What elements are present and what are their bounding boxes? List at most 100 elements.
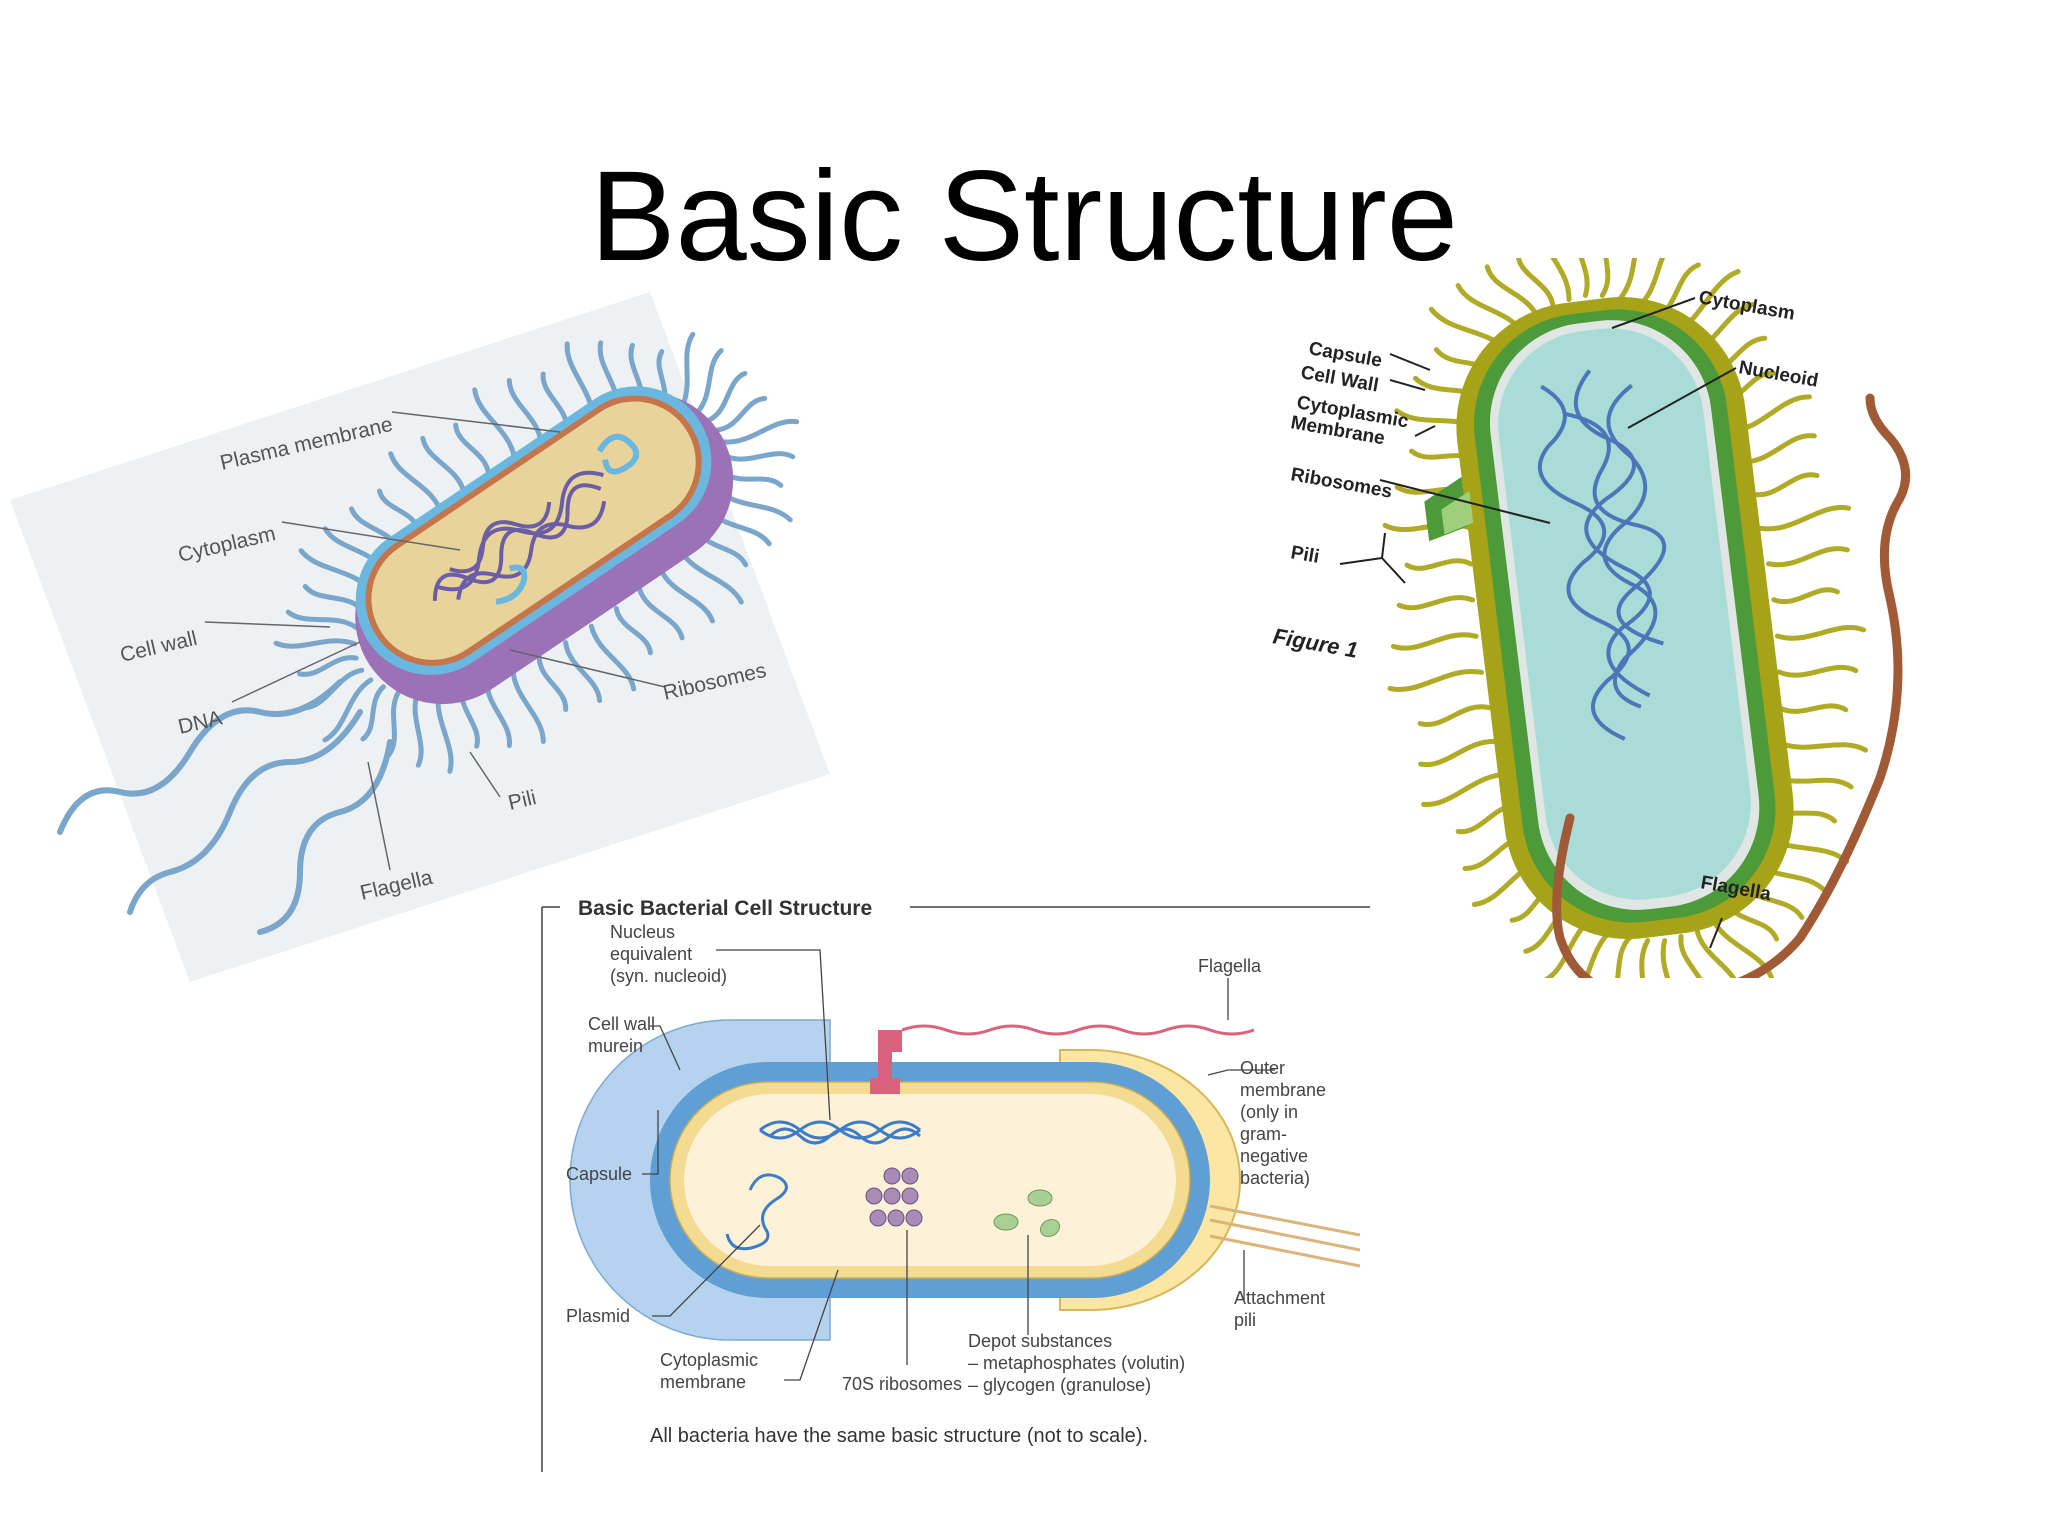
bottom-depot-granules (993, 1189, 1061, 1238)
bottom-flagellum-base (870, 1078, 900, 1094)
pilus (563, 640, 603, 703)
bottom-label-outer-1: Outer (1240, 1058, 1285, 1078)
bottom-label-outer-3: (only in (1240, 1102, 1298, 1122)
pilus (1758, 505, 1852, 532)
left-dna (432, 470, 607, 601)
pilus (1418, 739, 1501, 768)
pilus (1660, 938, 1680, 1032)
right-flagellum (1552, 393, 1911, 1003)
right-label-cytoplasm: Cytoplasm (1697, 287, 1796, 325)
right-label-ribosomes: Ribosomes (1289, 464, 1394, 502)
pilus (1635, 938, 1651, 1023)
bottom-label-nucleus-3: (syn. nucleoid) (610, 966, 727, 986)
left-cytoplasm (371, 401, 696, 660)
bottom-nucleoid (759, 1120, 922, 1145)
pilus (658, 566, 715, 624)
right-leader-lines (1339, 297, 1737, 949)
bottom-label-capsule: Capsule (566, 1164, 632, 1184)
bottom-diagram-title: Basic Bacterial Cell Structure (578, 897, 872, 920)
pilus (1515, 251, 1556, 311)
pilus (721, 418, 800, 445)
bottom-label-depot-1: Depot substances (968, 1331, 1112, 1351)
bottom-label-flagella: Flagella (1198, 956, 1262, 976)
pilus (1766, 546, 1850, 568)
pilus (1571, 216, 1590, 298)
pilus (297, 655, 359, 677)
pilus (1739, 433, 1817, 465)
pilus (1773, 739, 1868, 753)
pilus (1387, 668, 1484, 692)
pilus (706, 370, 748, 423)
bottom-label-cell-wall-2: murein (588, 1036, 643, 1056)
pilus (412, 689, 424, 768)
pilus (273, 638, 357, 649)
bottom-leader-lines (642, 949, 1275, 1381)
pilus (472, 387, 517, 460)
pilus (1776, 703, 1849, 714)
right-label-figure: Figure 1 (1271, 623, 1360, 662)
pilus (506, 378, 544, 446)
pilus (386, 688, 402, 758)
bottom-label-depot-2: – metaphosphates (volutin) (968, 1353, 1185, 1373)
pilus (1417, 704, 1492, 728)
left-cell-body (355, 386, 734, 705)
bottom-label-outer-6: bacteria) (1240, 1168, 1310, 1188)
right-cytoplasm (1498, 328, 1751, 900)
bottom-label-cell-wall-1: Cell wall (588, 1014, 655, 1034)
slide-title: Basic Structure (590, 145, 1458, 288)
bottom-label-outer-2: membrane (1240, 1080, 1326, 1100)
right-nucleoid (1537, 369, 1667, 741)
pilus (1391, 632, 1479, 651)
right-bacteria-diagram: Cytoplasm Capsule Cell Wall Cytoplasmic … (1240, 212, 2000, 1032)
bottom-attachment-pili (1209, 1204, 1361, 1268)
pilus (536, 654, 569, 712)
bottom-label-ribosomes: 70S ribosomes (842, 1374, 962, 1394)
pilus (637, 586, 685, 641)
pilus (1617, 212, 1652, 302)
pilus (453, 422, 492, 477)
right-label-pili: Pili (1289, 542, 1321, 568)
pilus (1396, 595, 1476, 611)
left-bacteria-diagram: Plasma membrane Cytoplasm Cell wall DNA … (0, 282, 840, 1002)
bottom-label-pili-2: pili (1234, 1310, 1256, 1330)
right-cell-body (1424, 297, 1794, 939)
left-leader-lines (204, 411, 666, 871)
pilus (694, 348, 724, 416)
bottom-label-outer-4: gram- (1240, 1124, 1287, 1144)
left-pili-group (273, 331, 800, 774)
left-plasmid (596, 433, 640, 475)
pilus (1404, 558, 1474, 571)
bottom-label-nucleus-2: equivalent (610, 944, 692, 964)
pilus (1694, 925, 1742, 996)
left-flagella (57, 679, 393, 935)
bottom-flagellum-whip (901, 1024, 1255, 1036)
bottom-label-outer-5: negative (1240, 1146, 1308, 1166)
bottom-flagellum-hook (878, 1030, 902, 1080)
pilus (723, 451, 796, 462)
bottom-label-plasmid: Plasmid (566, 1306, 630, 1326)
pilus (1604, 934, 1633, 1006)
bottom-caption: All bacteria have the same basic structu… (650, 1425, 1148, 1447)
pilus (420, 435, 467, 495)
bottom-plasmid (725, 1173, 788, 1251)
pilus (1599, 226, 1613, 298)
pilus (588, 623, 637, 692)
pilus (1776, 664, 1859, 678)
bottom-label-nucleus-1: Nucleus (610, 922, 675, 942)
pilus (510, 666, 546, 744)
pilus (613, 605, 653, 656)
bottom-label-cyto-membrane-1: Cytoplasmic (660, 1350, 758, 1370)
pilus (1535, 216, 1572, 302)
left-plasmid-2 (495, 564, 528, 605)
bottom-ribosomes (865, 1167, 923, 1227)
pilus (715, 396, 768, 433)
bottom-label-depot-3: – glycogen (granulose) (968, 1375, 1151, 1395)
pilus (1771, 587, 1840, 605)
pilus (388, 451, 443, 514)
pilus (1774, 625, 1867, 641)
pilus (1421, 771, 1511, 807)
bottom-label-cyto-membrane-2: membrane (660, 1372, 746, 1392)
pilus (360, 684, 386, 742)
pilus (322, 677, 374, 743)
bottom-bacteria-diagram: Basic Bacterial Cell Structure (530, 880, 1370, 1480)
